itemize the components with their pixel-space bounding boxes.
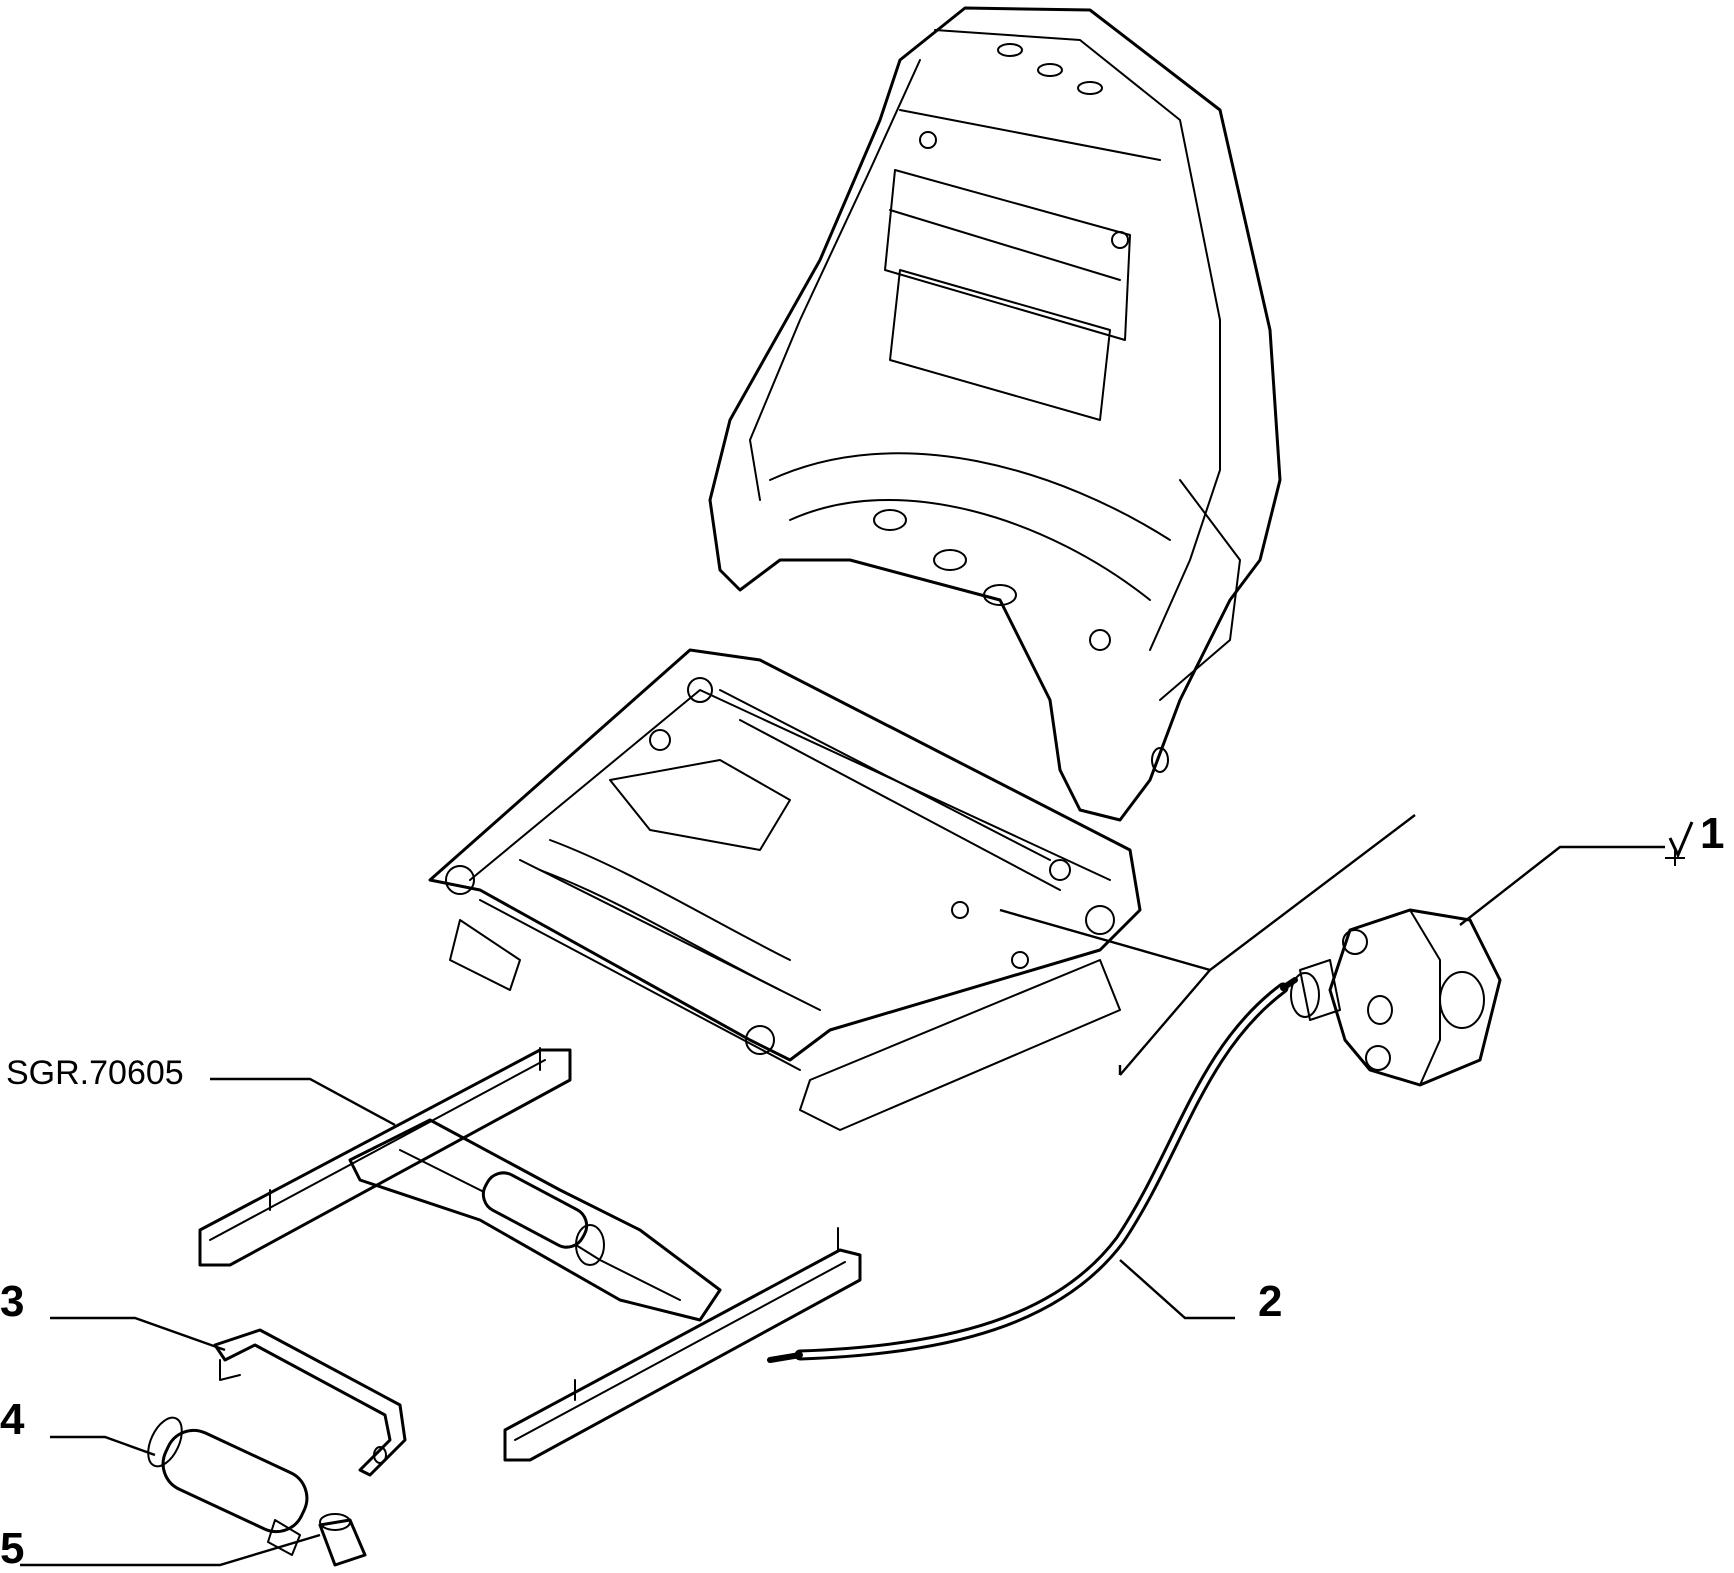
part-2-drive-cable (767, 977, 1298, 1363)
part-3-bracket (213, 1328, 407, 1477)
reference-code-label: SGR.70605 (6, 1054, 184, 1092)
leader-line-group-2 (999, 908, 1211, 972)
leader-line-3 (50, 1316, 226, 1352)
part-5-cap (318, 1513, 367, 1567)
part-4-motor (147, 1416, 309, 1556)
seat-backrest-frame (708, 6, 1282, 822)
leader-line-ref (210, 1077, 396, 1127)
callout-5-label: 5 (0, 1524, 25, 1573)
seat-cushion-frame (428, 648, 1142, 1131)
leader-lines (20, 814, 1665, 1567)
leader-line-5 (20, 1533, 321, 1567)
callout-3-label: 3 (0, 1277, 25, 1326)
leader-line-2 (1119, 1259, 1235, 1320)
callout-1-marker-icon (1665, 821, 1694, 866)
leader-line-group (1119, 814, 1416, 1076)
leader-line-4 (50, 1435, 156, 1457)
callout-1-label: 1 (1700, 809, 1725, 858)
seat-rails-assembly (198, 1047, 862, 1462)
callout-4-label: 4 (0, 1395, 25, 1444)
part-1-adjuster-unit (1290, 908, 1502, 1087)
leader-line-1 (1459, 845, 1665, 926)
callout-2-label: 2 (1258, 1277, 1283, 1326)
